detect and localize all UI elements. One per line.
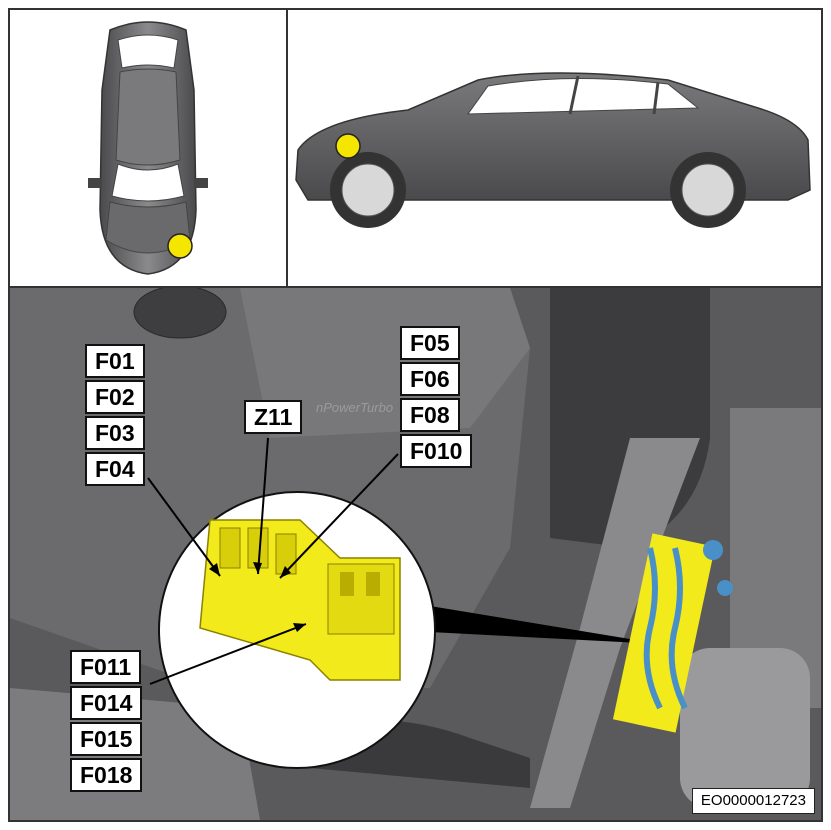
car-top-view-panel xyxy=(8,8,288,288)
label-f015: F015 xyxy=(70,722,143,756)
label-f018: F018 xyxy=(70,758,143,792)
label-f014: F014 xyxy=(70,686,143,720)
side-windows xyxy=(467,77,700,115)
roof xyxy=(115,68,181,166)
label-f03: F03 xyxy=(85,416,145,450)
label-f06: F06 xyxy=(400,362,460,396)
reference-code: EO0000012723 xyxy=(691,788,815,814)
location-marker-top xyxy=(167,233,193,259)
label-f01: F01 xyxy=(85,344,145,378)
engine-cover-text: nPowerTurbo xyxy=(316,400,393,415)
rear-window xyxy=(117,34,179,69)
car-side-view-panel xyxy=(286,8,823,288)
oil-cap xyxy=(133,288,227,339)
car-top-view xyxy=(88,21,208,275)
label-f011: F011 xyxy=(70,650,142,684)
side-mirror-right xyxy=(194,178,208,188)
label-f010: F010 xyxy=(400,434,473,468)
label-f02: F02 xyxy=(85,380,145,414)
label-f05: F05 xyxy=(400,326,460,360)
fuse-box-zoomed xyxy=(199,519,401,681)
leader-lines xyxy=(147,437,399,685)
fuse-box-location xyxy=(612,533,733,733)
zoom-pointer xyxy=(430,606,660,644)
windshield xyxy=(111,163,185,202)
engine-bay-illustration: nPowerTurbo xyxy=(10,288,821,820)
car-side-view xyxy=(295,72,811,228)
engine-bay-panel: nPowerTurbo xyxy=(8,286,823,822)
label-f04: F04 xyxy=(85,452,145,486)
label-z11: Z11 xyxy=(244,400,303,434)
side-mirror-left xyxy=(88,178,102,188)
label-f08: F08 xyxy=(400,398,460,432)
location-marker-side xyxy=(335,133,361,159)
